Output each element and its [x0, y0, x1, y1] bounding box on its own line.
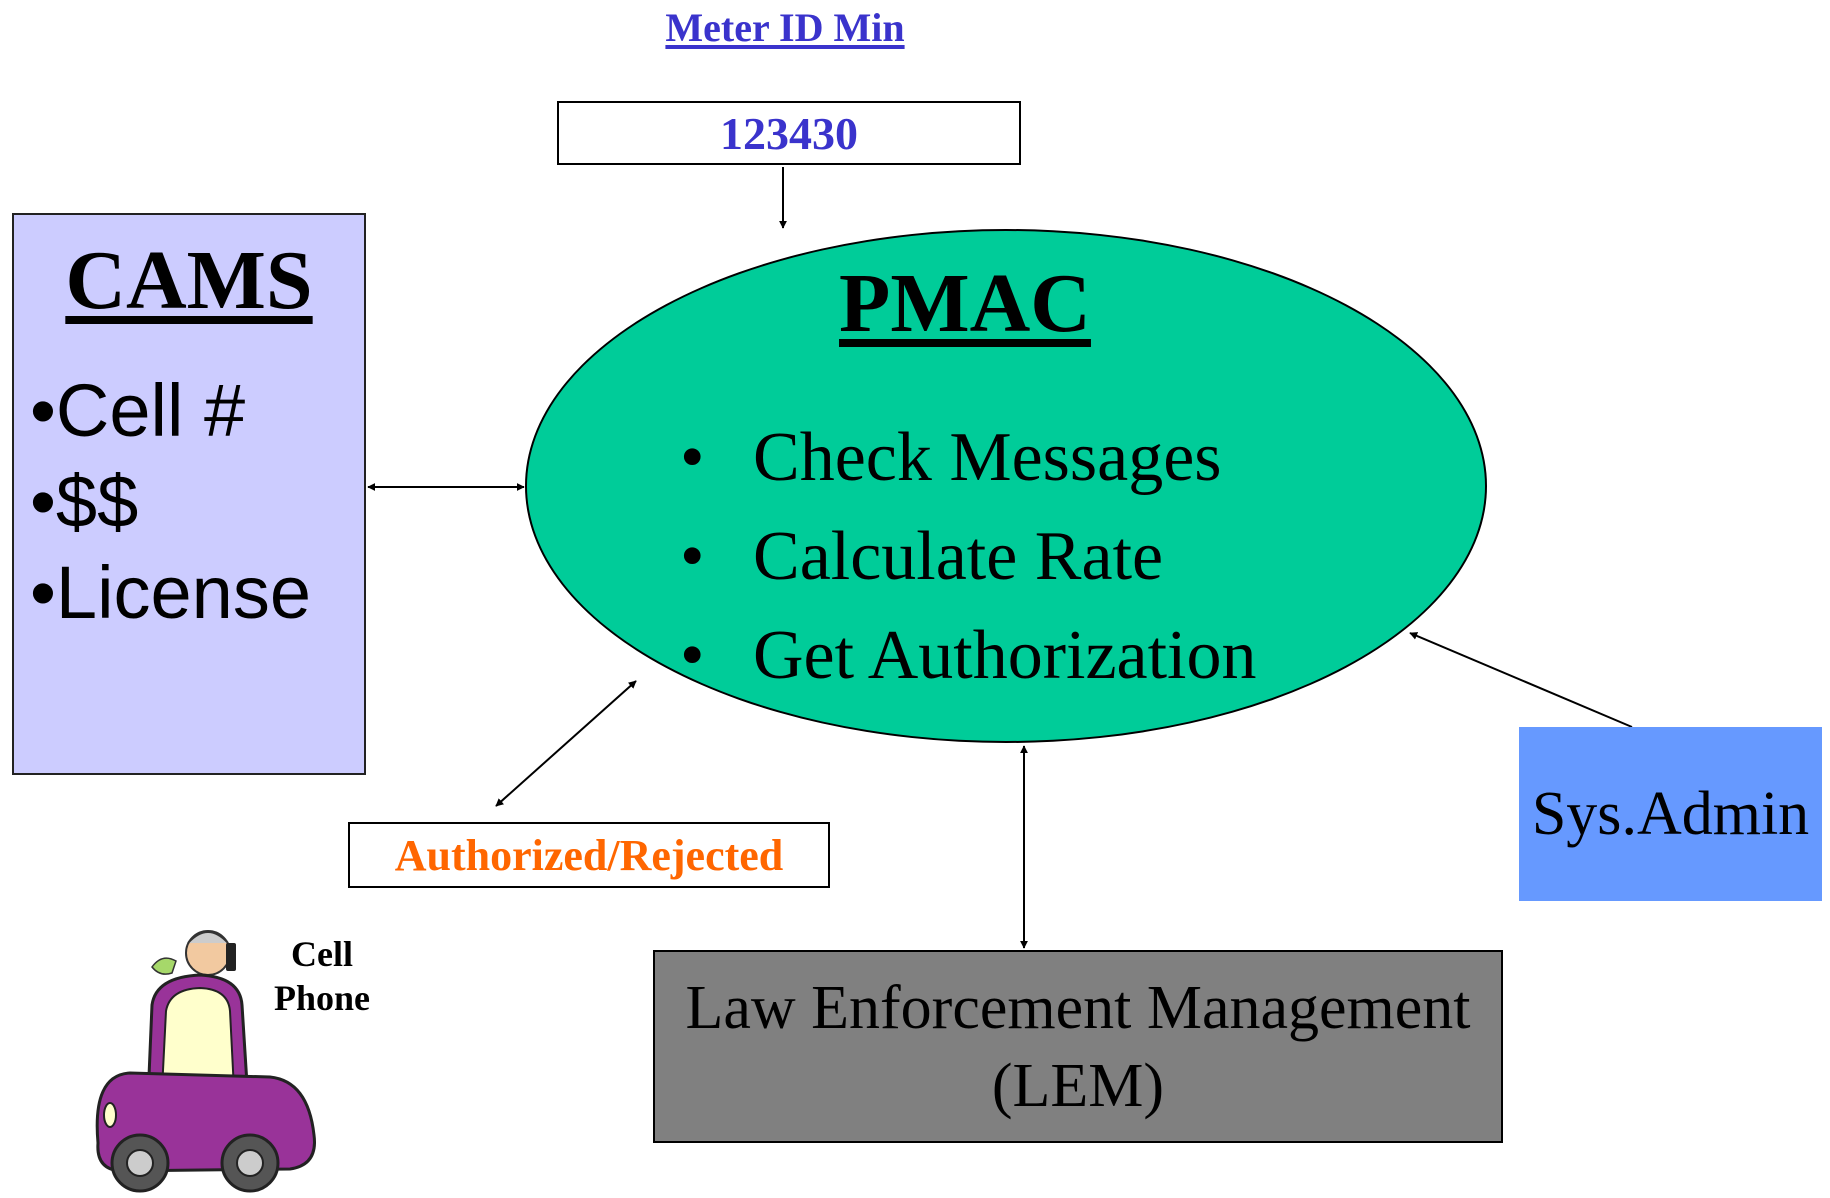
cams-list: •Cell # •$$ •License: [30, 365, 311, 638]
meter-id-box: 123430: [557, 101, 1021, 165]
cams-item-cell: •Cell #: [30, 369, 246, 452]
cams-item-license: •License: [30, 551, 311, 634]
cams-title: CAMS: [65, 234, 313, 327]
cams-box: CAMS •Cell # •$$ •License: [12, 213, 366, 775]
bullet-icon: •: [680, 419, 705, 496]
sysadmin-pmac-arrow: [1409, 632, 1633, 728]
pmac-item-get-authorization: •Get Authorization: [680, 606, 1257, 705]
authorized-rejected-box: Authorized/Rejected: [348, 822, 830, 888]
car-with-driver-on-phone-icon: [95, 930, 316, 1193]
auth-pmac-arrow: [495, 680, 637, 807]
pmac-ellipse: [525, 229, 1487, 743]
lem-label-line1: Law Enforcement Management: [685, 973, 1471, 1042]
authorized-rejected-label: Authorized/Rejected: [394, 830, 784, 880]
cell-phone-label: Cell Phone: [273, 934, 370, 1018]
meter-id-label: Meter ID Min: [665, 5, 905, 50]
cams-item-money: •$$: [30, 460, 139, 543]
lem-label-line2: (LEM): [991, 1051, 1165, 1120]
pmac-list: •Check Messages •Calculate Rate •Get Aut…: [680, 408, 1257, 705]
pmac-item-calculate-rate: •Calculate Rate: [680, 507, 1257, 606]
sysadmin-box: Sys.Admin: [1519, 727, 1822, 901]
sysadmin-label: Sys.Admin: [1531, 779, 1810, 848]
bullet-icon: •: [680, 617, 705, 694]
bullet-icon: •: [680, 518, 705, 595]
lem-box: Law Enforcement Management (LEM): [653, 950, 1503, 1143]
pmac-title: PMAC: [839, 257, 1091, 350]
pmac-item-check-messages: •Check Messages: [680, 408, 1257, 507]
meter-id-value: 123430: [720, 107, 858, 159]
